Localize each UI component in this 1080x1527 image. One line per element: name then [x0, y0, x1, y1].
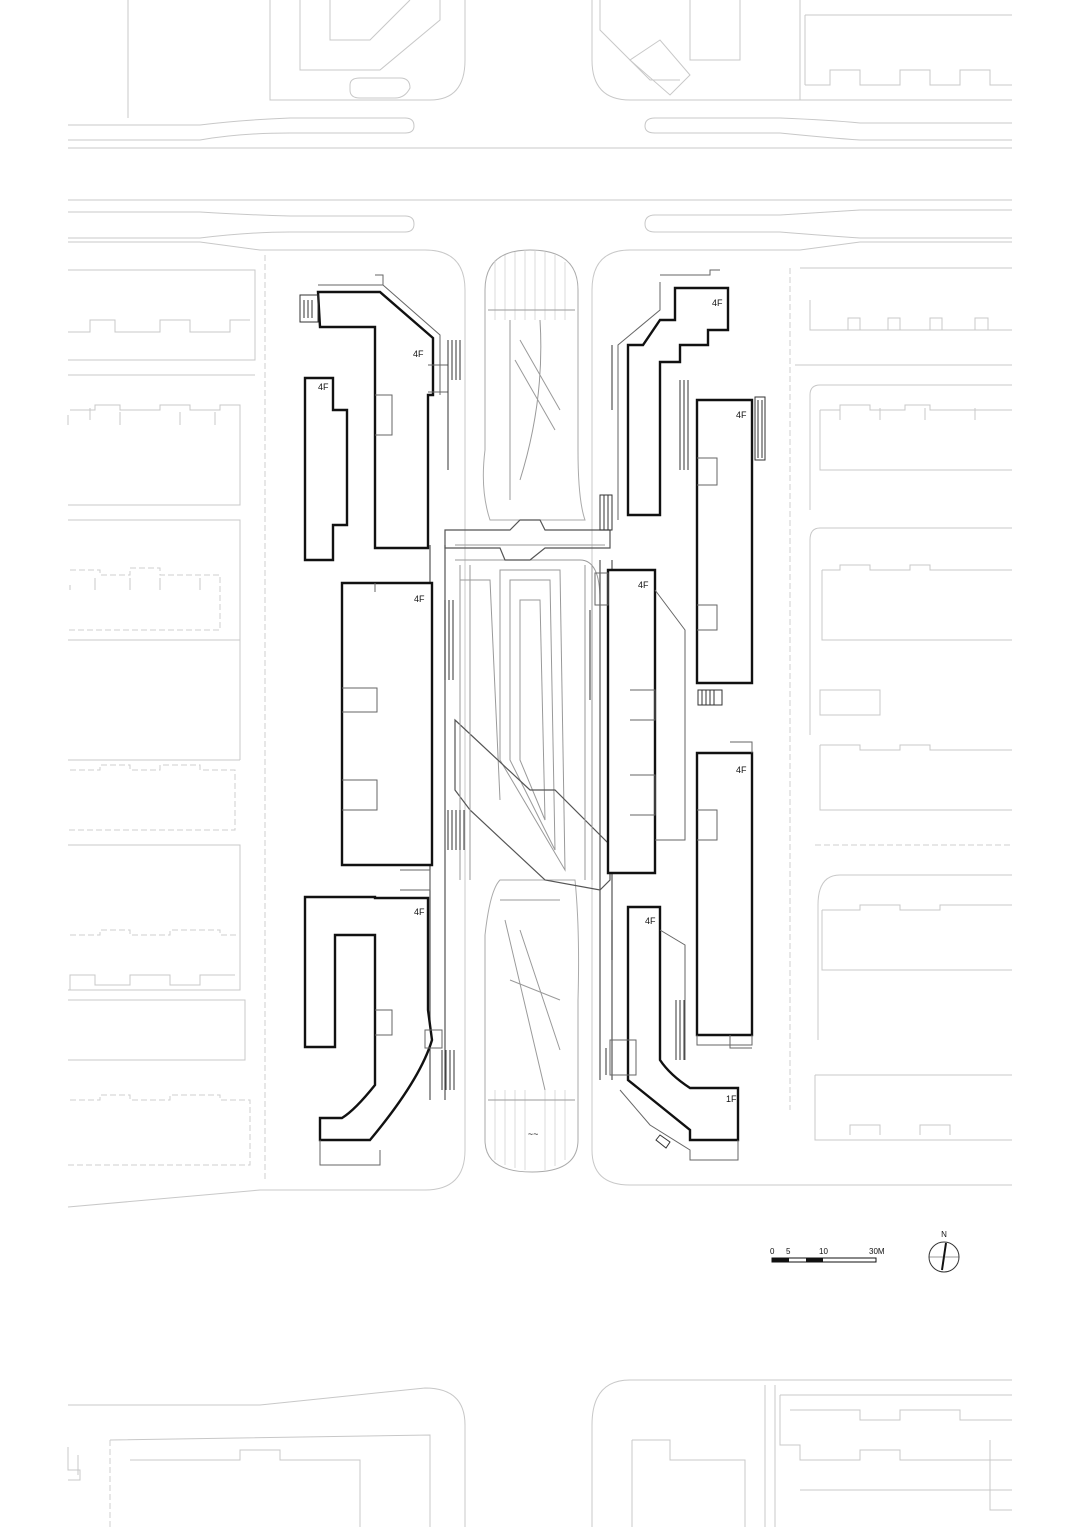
building-right-top: 4F [599, 269, 730, 531]
building-left-lower: 4F [303, 869, 455, 1166]
floor-label-right-lower-tall: 4F [736, 765, 747, 775]
plaza-hatch-north [494, 250, 566, 320]
floor-label-left-small: 4F [318, 382, 329, 392]
left-context [67, 255, 266, 1180]
building-right-lower-small: 4F 1F [605, 905, 740, 1161]
plaza-hatch-south [494, 1090, 566, 1170]
scale-tick-0: 0 [770, 1247, 775, 1256]
building-left-small: 4F [303, 376, 349, 562]
plaza-signature-mark: ~~ [528, 1129, 539, 1139]
building-left-upper: 4F [299, 274, 461, 550]
building-left-middle: 4F [340, 581, 465, 867]
building-right-upper-tall: 4F [695, 396, 766, 706]
floor-label-left-middle: 4F [414, 594, 425, 604]
floor-label-right-top: 4F [712, 298, 723, 308]
north-arrow: N [928, 1230, 960, 1273]
building-right-center: 4F [589, 568, 686, 875]
right-context [789, 267, 1012, 1141]
building-right-lower-tall: 4F [695, 741, 754, 1049]
north-label: N [941, 1230, 947, 1239]
floor-label-right-upper-tall: 4F [736, 410, 747, 420]
floor-label-right-center: 4F [638, 580, 649, 590]
floor-label-left-upper: 4F [413, 349, 424, 359]
top-context [127, 0, 1012, 118]
scale-bar: 0 5 10 30M [770, 1247, 885, 1263]
floor-label-right-bottom: 1F [726, 1094, 737, 1104]
central-plaza: ~~ [455, 249, 605, 1173]
north-arrow-needle-icon [941, 1242, 947, 1271]
scale-tick-30m: 30M [869, 1247, 885, 1256]
scale-tick-10: 10 [819, 1247, 828, 1256]
road-upper [67, 117, 1012, 1208]
scale-tick-5: 5 [786, 1247, 791, 1256]
bottom-context [67, 1379, 1012, 1527]
floor-label-right-lower-small: 4F [645, 916, 656, 926]
floor-label-left-lower: 4F [414, 907, 425, 917]
